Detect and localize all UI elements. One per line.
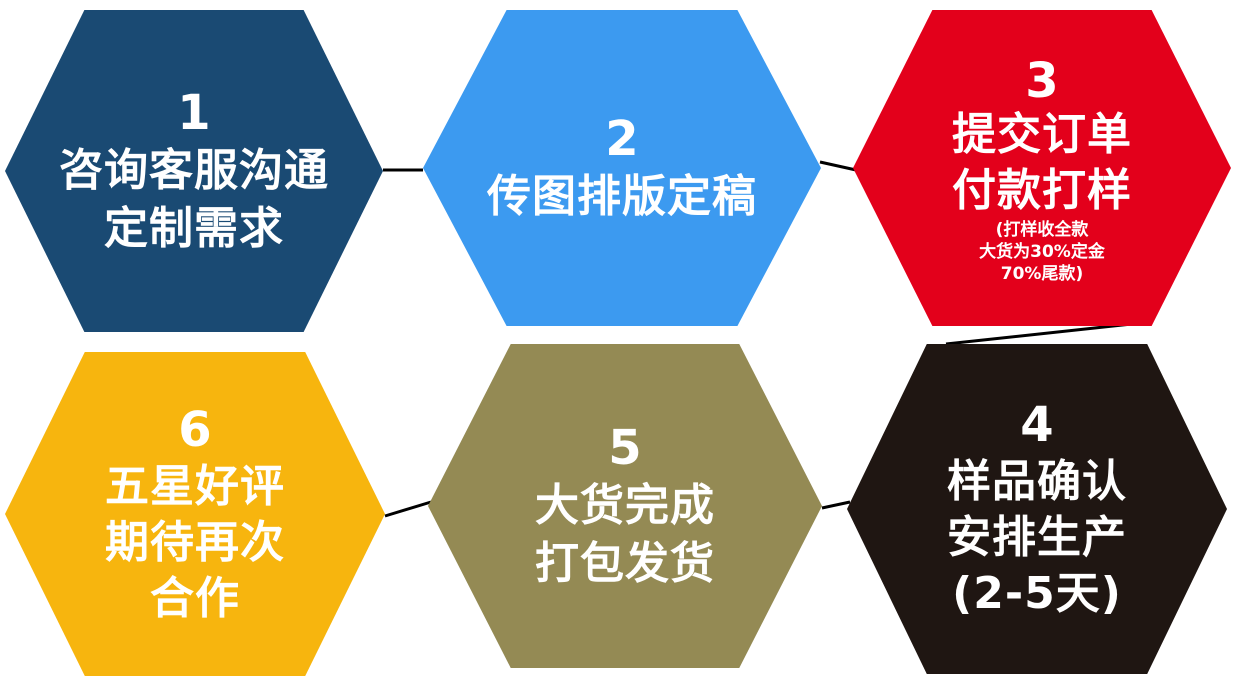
step-1-hexagon: 1 咨询客服沟通 定制需求 — [5, 10, 383, 332]
step-3-line-1: 提交订单 — [952, 109, 1132, 160]
step-2-number: 2 — [605, 111, 639, 167]
step-3-hexagon: 3 提交订单 付款打样 (打样收全款 大货为30%定金 70%尾款) — [853, 10, 1231, 326]
step-6-line-1: 五星好评 — [105, 461, 285, 512]
step-4-line-3: (2-5天) — [952, 568, 1122, 619]
step-5-number: 5 — [608, 420, 642, 476]
step-3-line-2: 付款打样 — [952, 165, 1132, 216]
step-1-line-2: 定制需求 — [104, 203, 284, 254]
connector-4-5 — [821, 500, 851, 510]
step-5-line-1: 大货完成 — [535, 480, 715, 531]
connector-2-3 — [819, 160, 857, 172]
step-5-hexagon: 5 大货完成 打包发货 — [428, 344, 822, 668]
step-6-line-3: 合作 — [150, 573, 240, 624]
step-1-line-1: 咨询客服沟通 — [59, 145, 329, 196]
step-6-hexagon: 6 五星好评 期待再次 合作 — [5, 352, 385, 676]
connector-5-6 — [384, 500, 432, 518]
step-5-line-2: 打包发货 — [535, 538, 715, 589]
step-6-line-2: 期待再次 — [105, 517, 285, 568]
step-2-line-1: 传图排版定稿 — [487, 171, 757, 222]
step-4-number: 4 — [1020, 397, 1054, 453]
step-3-note-1: (打样收全款 — [995, 220, 1089, 240]
step-3-number: 3 — [1025, 53, 1059, 109]
step-2-hexagon: 2 传图排版定稿 — [423, 10, 821, 326]
step-4-line-2: 安排生产 — [947, 512, 1127, 563]
step-3-note-2: 大货为30%定金 — [979, 242, 1105, 262]
connector-3-4 — [945, 321, 1142, 346]
step-6-number: 6 — [178, 402, 212, 458]
step-4-line-1: 样品确认 — [947, 456, 1127, 507]
step-1-number: 1 — [177, 85, 211, 141]
step-3-note-3: 70%尾款) — [1000, 264, 1084, 284]
step-4-hexagon: 4 样品确认 安排生产 (2-5天) — [847, 344, 1227, 674]
